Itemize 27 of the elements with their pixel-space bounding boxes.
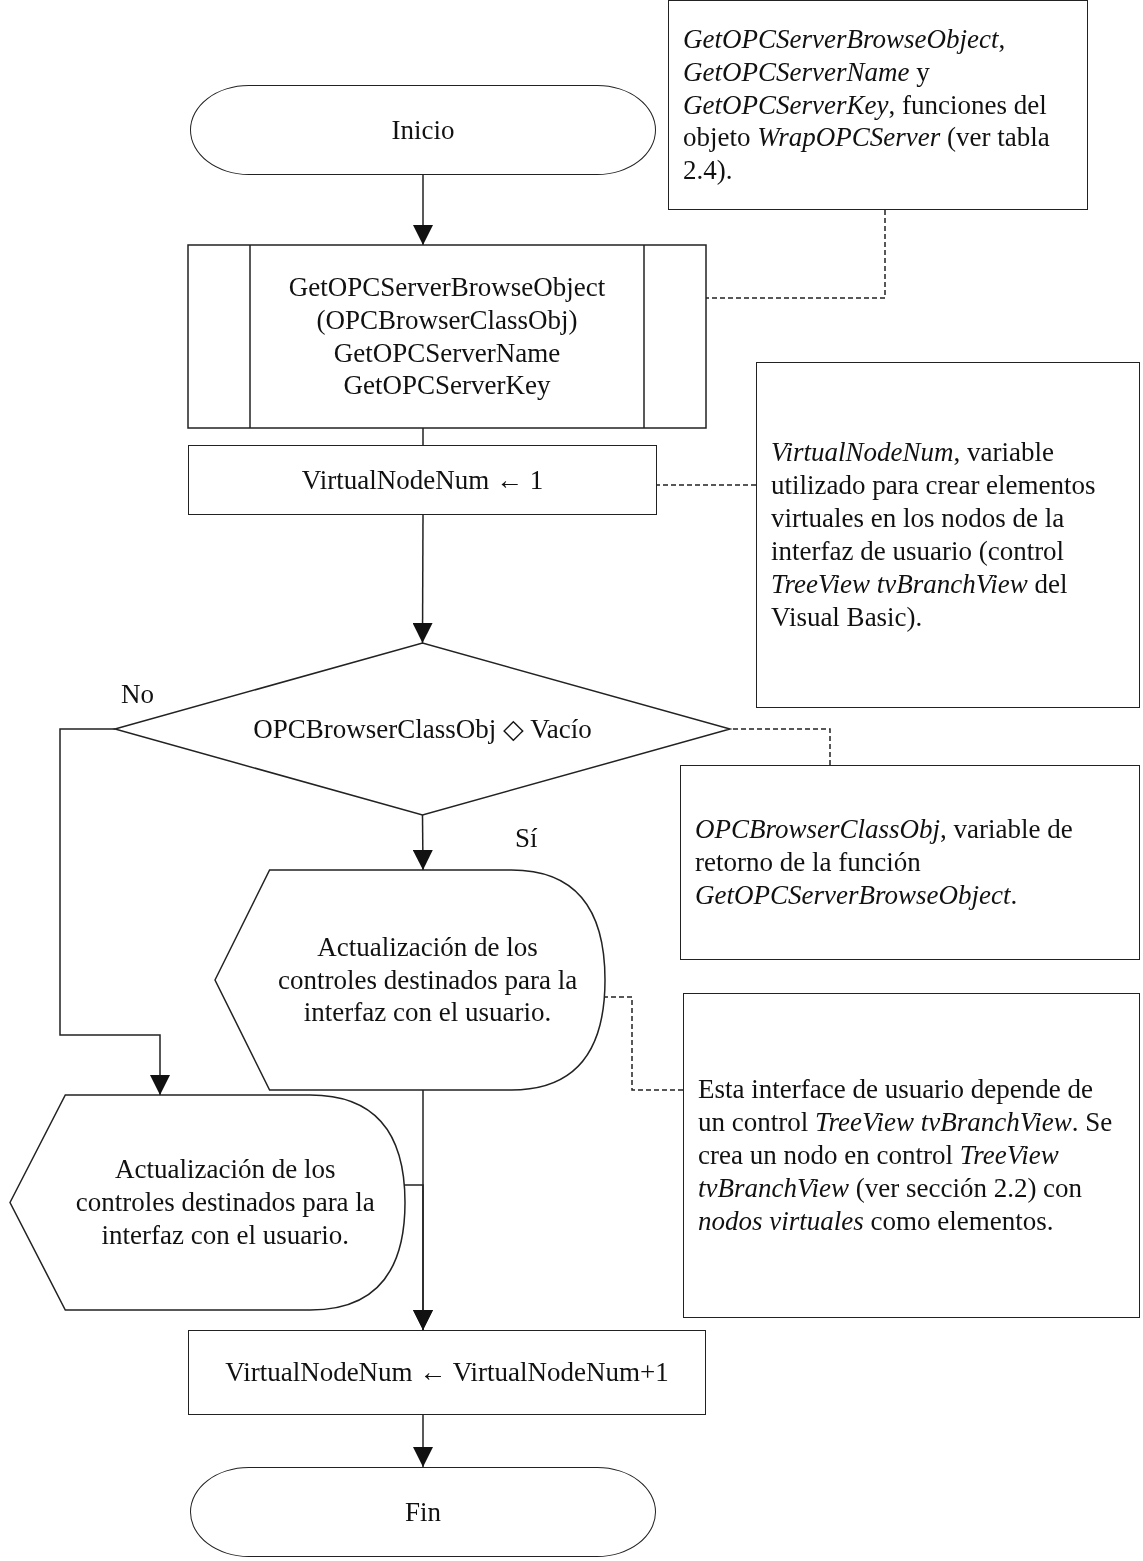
note-text: OPCBrowserClassObj, variable de retorno de la función GetOPCServerBrowseObject. — [695, 813, 1074, 912]
node-label: VirtualNodeNum ← 1 — [301, 463, 544, 497]
node-label: GetOPCServerBrowseObject (OPCBrowserClassObj) — [287, 270, 607, 337]
arrow — [413, 174, 433, 246]
note-box — [680, 765, 1140, 960]
leader-line — [705, 209, 886, 299]
node-label: Actualización de los controles destinados para la interfaz con el usuario. — [74, 1153, 376, 1252]
process-box — [188, 445, 657, 515]
arrow — [412, 814, 433, 871]
note-box — [756, 362, 1140, 708]
note-box — [668, 0, 1088, 210]
note-text: GetOPCServerBrowseObject, GetOPCServerName y GetOPCServerKey, funciones del objeto WrapOPCServer (ver tabla 2.4). — [683, 22, 1051, 188]
node-label: GetOPCServerKey — [343, 369, 551, 403]
note-box — [683, 993, 1140, 1318]
node-label: Actualización de los controles destinados para la interfaz con el usuario. — [277, 930, 578, 1030]
node-label: Inicio — [391, 113, 455, 147]
arrow — [413, 1414, 433, 1468]
leader-line — [656, 484, 757, 486]
node-label: OPCBrowserClassObj ◇ Vacío — [253, 712, 592, 746]
note-text: Esta interface de usuario depende de un control TreeView tvBranchView. Se crea un nodo en control TreeView tvBranchView (ver sección 2.2) con nodos virtuales como elementos. — [698, 1073, 1114, 1238]
arrow — [412, 514, 433, 644]
node-label: VirtualNodeNum ← VirtualNodeNum+1 — [225, 1356, 669, 1389]
arrow — [59, 728, 170, 1096]
note-text: VirtualNodeNum, variable utilizado para crear elementos virtuales en los nodos de la interfaz de usuario (control TreeView tvBranchView del Visual Basic). — [771, 436, 1097, 634]
node-label: Fin — [405, 1495, 441, 1529]
node-label: GetOPCServerName — [333, 336, 561, 370]
process-box — [188, 1330, 706, 1415]
